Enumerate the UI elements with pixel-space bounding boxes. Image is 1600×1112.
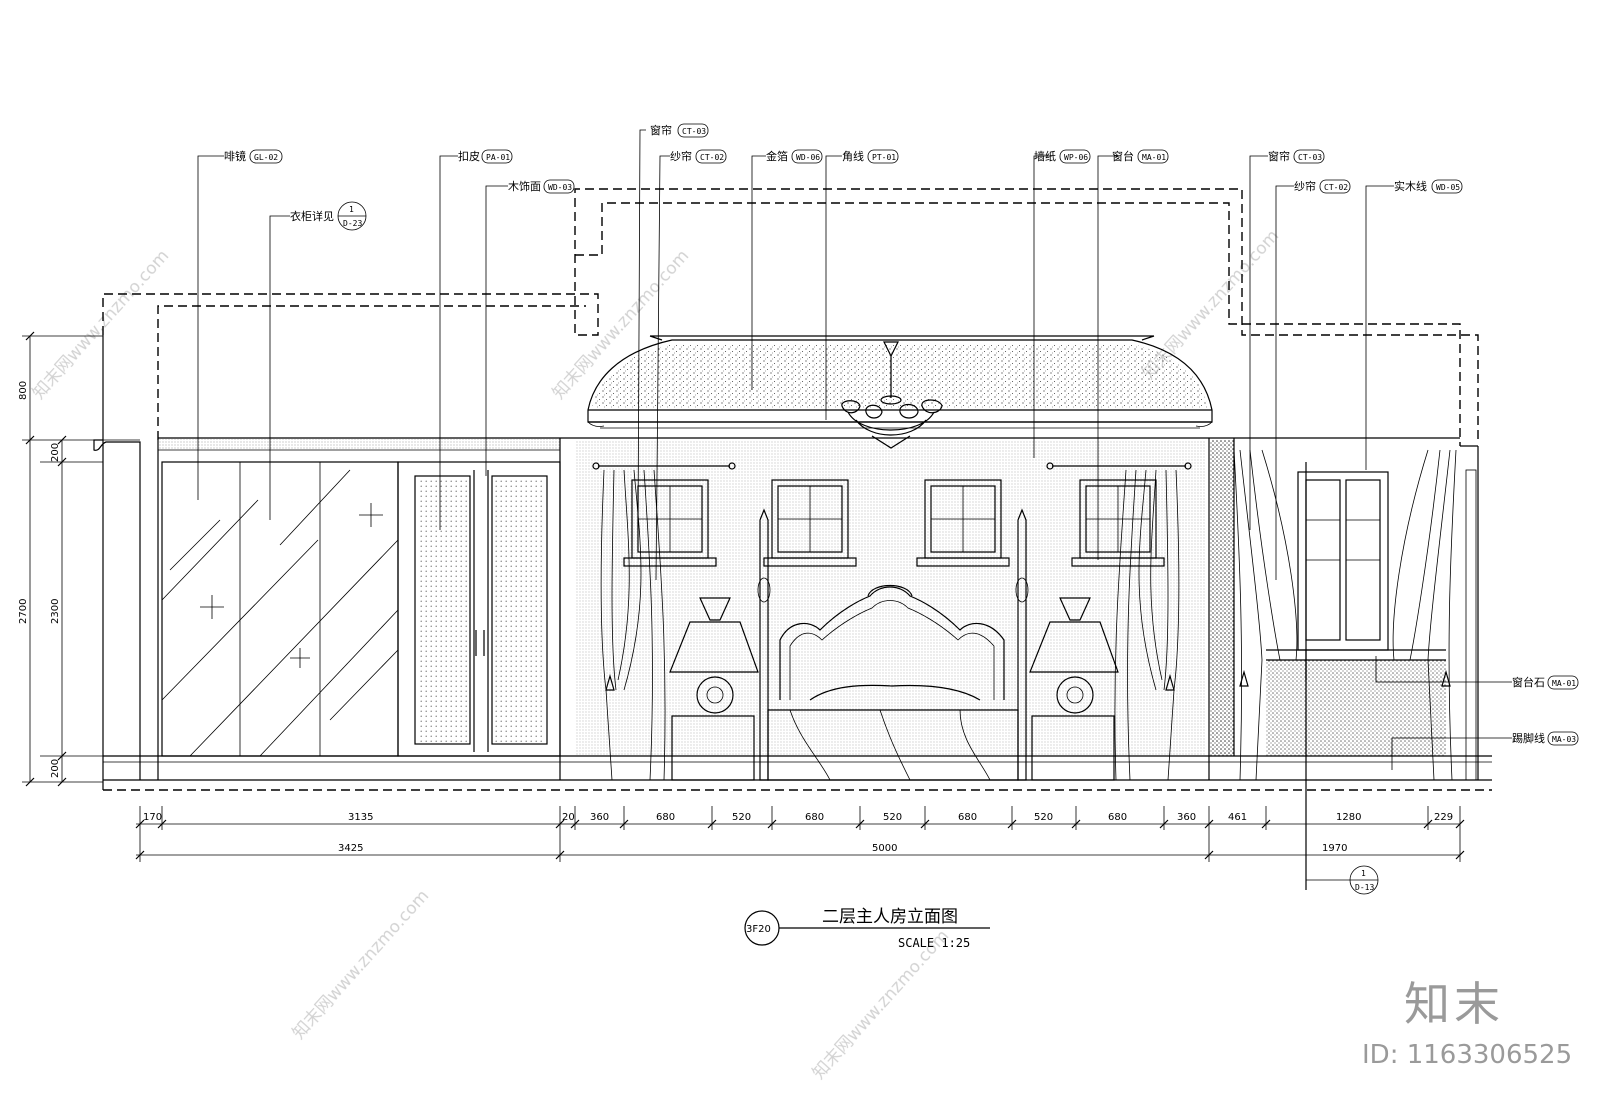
title-block: 3F20 二层主人房立面图 SCALE 1:25: [744, 907, 990, 950]
dim-v-200-bottom: 200: [50, 759, 61, 778]
dim-1280: 1280: [1336, 812, 1361, 823]
dim-v-200-top: 200: [50, 443, 61, 462]
mirror-wardrobe: [161, 461, 399, 757]
label-cornice: 角线: [842, 149, 864, 163]
window-3: [916, 479, 1010, 567]
label-skirting: 踢脚线: [1512, 731, 1545, 745]
label-sheer-right: 纱帘: [1294, 179, 1316, 193]
dim-520-b: 520: [883, 812, 902, 823]
label-leather: 扣皮: [458, 149, 480, 163]
dim-680-b: 680: [805, 812, 824, 823]
dim-680-a: 680: [656, 812, 675, 823]
label-solid-wood: 实木线: [1394, 179, 1427, 193]
watermark-site-4: 知末网www.znzmo.com: [289, 886, 433, 1043]
dim-3425: 3425: [338, 843, 363, 854]
dim-520-c: 520: [1034, 812, 1053, 823]
watermark-id: ID: 1163306525: [1362, 1040, 1573, 1070]
code-curtain-right: CT-03: [1298, 153, 1322, 162]
label-wardrobe: 衣柜详见: [290, 209, 334, 223]
watermark-site-3: 知末网www.znzmo.com: [1139, 226, 1283, 383]
dim-v-800: 800: [18, 381, 29, 400]
label-mirror: 啡镜: [224, 149, 246, 163]
dim-680-c: 680: [958, 812, 977, 823]
ceiling-dome: [587, 335, 1213, 429]
leader-lines: [197, 129, 1512, 881]
bed-wall-panel: [559, 438, 1235, 780]
code-wood-panel: WD-03: [548, 183, 572, 192]
drawing-scale: SCALE 1:25: [898, 936, 970, 950]
bed-wall-curtains: [592, 462, 1192, 781]
label-sill-stone: 窗台石: [1512, 675, 1545, 689]
dim-520-a: 520: [732, 812, 751, 823]
code-mirror: GL-02: [254, 153, 278, 162]
label-gold-leaf: 金箔: [766, 149, 788, 163]
label-sheer-left: 纱帘: [670, 149, 692, 163]
label-curtain-left: 窗帘: [650, 123, 672, 137]
dim-3135: 3135: [348, 812, 373, 823]
drawing-title: 二层主人房立面图: [822, 907, 958, 927]
label-wallpaper: 墙纸: [1034, 149, 1056, 163]
bedside-lamps: [669, 597, 1119, 781]
horizontal-dimensions: 170 3135 20 360 680 520 680 520 680 520 …: [135, 806, 1465, 862]
drawing-number: 3F20: [746, 924, 771, 935]
window-2: [763, 479, 857, 567]
wall-windows: [623, 479, 1165, 567]
dim-170: 170: [143, 812, 162, 823]
callout-labels: 啡镜 GL-02 衣柜详见 1 D-23 扣皮 PA-01 木饰面 WD-03 …: [224, 123, 1579, 895]
bed: [757, 508, 1029, 781]
dim-360-left: 360: [590, 812, 609, 823]
code-skirting: MA-03: [1552, 735, 1576, 744]
code-curtain-left: CT-03: [682, 127, 706, 136]
watermark-site-5: 知末网www.znzmo.com: [809, 926, 953, 1083]
code-cornice: PT-01: [872, 153, 896, 162]
code-wallpaper: WP-06: [1064, 153, 1088, 162]
leather-door-cabinet: [397, 461, 561, 757]
window-ref-bottom: D-13: [1355, 883, 1374, 892]
code-sill-stone: MA-01: [1552, 679, 1576, 688]
vertical-dimensions: 800 2700 200 2300 200: [18, 331, 140, 787]
code-sheer-right: CT-02: [1324, 183, 1348, 192]
wardrobe-ref-bottom: D-23: [343, 219, 362, 228]
dim-20: 20: [562, 812, 575, 823]
window-bay: [1233, 449, 1457, 890]
wardrobe-ref-top: 1: [349, 205, 354, 214]
dim-5000: 5000: [872, 843, 897, 854]
code-solid-wood: WD-05: [1436, 183, 1460, 192]
code-gold-leaf: WD-06: [796, 153, 820, 162]
code-leather: PA-01: [486, 153, 510, 162]
dim-461: 461: [1228, 812, 1247, 823]
dim-360-right: 360: [1177, 812, 1196, 823]
label-curtain-right: 窗帘: [1268, 149, 1290, 163]
chandelier: [841, 341, 943, 449]
label-wood-panel: 木饰面: [508, 179, 541, 193]
label-sill: 窗台: [1112, 149, 1134, 163]
watermark-site-1: 知末网www.znzmo.com: [29, 246, 173, 403]
watermark-brand: 知末: [1404, 977, 1504, 1031]
window-ref-top: 1: [1361, 869, 1366, 878]
dim-1970: 1970: [1322, 843, 1347, 854]
code-sheer-left: CT-02: [700, 153, 724, 162]
code-sill: MA-01: [1142, 153, 1166, 162]
dim-v-2300: 2300: [50, 599, 61, 624]
dim-v-2700: 2700: [18, 599, 29, 624]
dim-229: 229: [1434, 812, 1453, 823]
dim-680-d: 680: [1108, 812, 1127, 823]
window-4: [1071, 479, 1165, 567]
